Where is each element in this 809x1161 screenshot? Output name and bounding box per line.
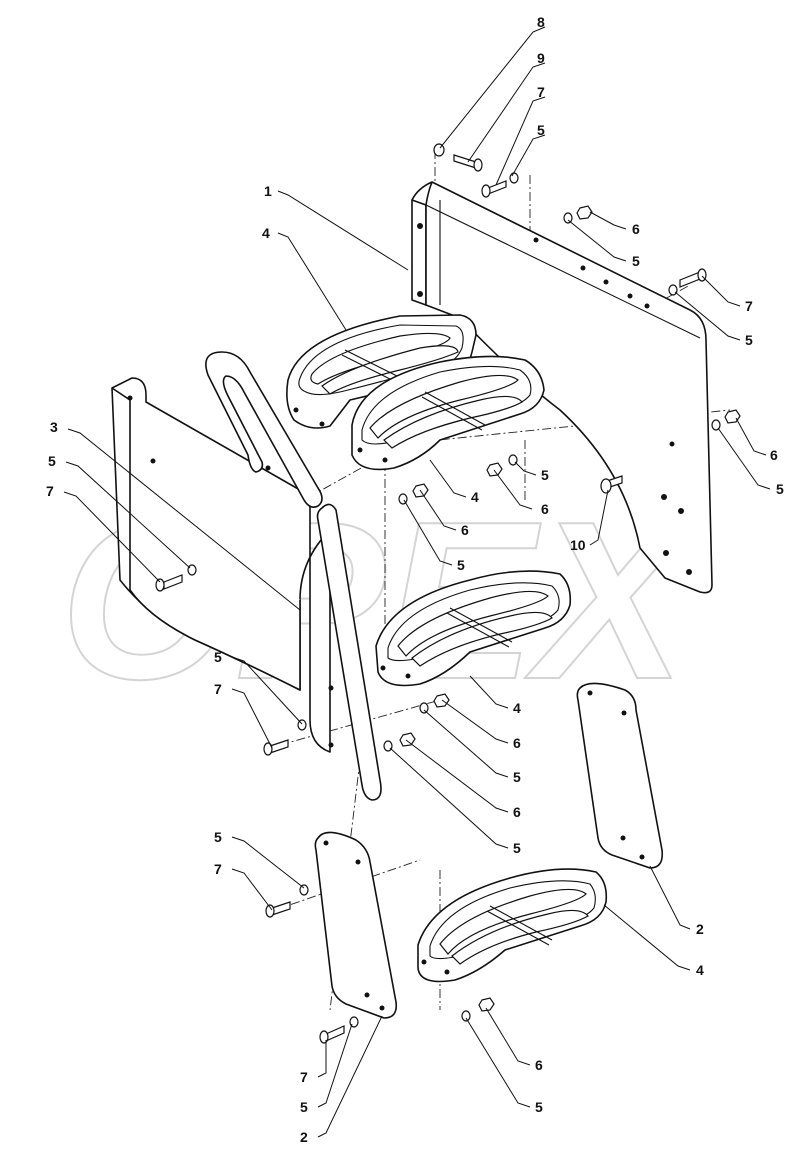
callout-7-low-left: 7 bbox=[214, 861, 222, 877]
callout-2-right: 2 bbox=[696, 921, 704, 937]
part-1-upper-bracket bbox=[411, 181, 713, 594]
part-2-right-plate bbox=[576, 682, 664, 869]
callout-3: 3 bbox=[50, 419, 58, 435]
callout-5-center: 5 bbox=[457, 557, 465, 573]
callout-6-lower-2: 6 bbox=[513, 804, 521, 820]
callout-5-lower-1: 5 bbox=[513, 769, 521, 785]
callout-4-lower: 4 bbox=[513, 700, 521, 716]
callout-5-mid: 5 bbox=[541, 467, 549, 483]
part-2-left-plate bbox=[314, 831, 398, 1019]
callout-5-lower-2: 5 bbox=[513, 840, 521, 856]
leader-lines bbox=[63, 26, 771, 1138]
callout-5-right: 5 bbox=[745, 332, 753, 348]
callout-5-far-right: 5 bbox=[776, 481, 784, 497]
part-4-step-1 bbox=[286, 314, 477, 429]
callout-7-right: 7 bbox=[745, 298, 753, 314]
callout-5-low-left: 5 bbox=[214, 829, 222, 845]
callout-6-right: 6 bbox=[770, 447, 778, 463]
callout-4-bottom: 4 bbox=[696, 962, 704, 978]
callout-6-top: 6 bbox=[632, 221, 640, 237]
callout-6-lower-1: 6 bbox=[513, 735, 521, 751]
part-4-step-2 bbox=[351, 355, 545, 471]
callout-5-bottom-left: 5 bbox=[300, 1099, 308, 1115]
callout-5-top: 5 bbox=[537, 122, 545, 138]
callout-5-left: 5 bbox=[48, 453, 56, 469]
callout-6-center: 6 bbox=[461, 522, 469, 538]
callout-5-bottom-right: 5 bbox=[535, 1099, 543, 1115]
hardware bbox=[155, 143, 741, 1044]
part-4-step-3 bbox=[375, 570, 572, 687]
vertical-rail bbox=[316, 503, 382, 801]
grab-handle bbox=[205, 351, 323, 508]
callout-4-mid: 4 bbox=[471, 489, 479, 505]
callout-10: 10 bbox=[570, 537, 586, 553]
callout-5-upper-right: 5 bbox=[632, 253, 640, 269]
callout-7-left: 7 bbox=[46, 483, 54, 499]
callout-6-bottom: 6 bbox=[535, 1057, 543, 1073]
callout-4-top: 4 bbox=[262, 225, 270, 241]
callout-labels: 8 9 7 5 1 4 6 5 7 5 6 5 3 5 7 5 6 4 6 5 … bbox=[46, 14, 784, 1145]
part-3-left-side-plate bbox=[111, 377, 334, 753]
callout-7-mid-left: 7 bbox=[214, 681, 222, 697]
part-4-step-4 bbox=[417, 868, 608, 983]
callout-5-mid-left: 5 bbox=[214, 649, 222, 665]
callout-1: 1 bbox=[264, 183, 272, 199]
callout-2-bottom: 2 bbox=[300, 1129, 308, 1145]
callout-6-mid: 6 bbox=[541, 501, 549, 517]
callout-8: 8 bbox=[537, 14, 545, 30]
callout-9: 9 bbox=[537, 50, 545, 66]
callout-7-top: 7 bbox=[537, 84, 545, 100]
callout-7-bottom: 7 bbox=[300, 1069, 308, 1085]
